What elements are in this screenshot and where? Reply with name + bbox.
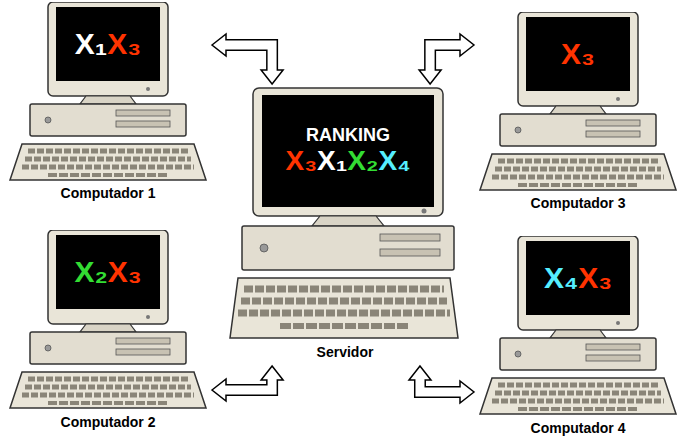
drive-slot xyxy=(380,234,440,241)
client-computer xyxy=(480,12,676,190)
arrow-fill xyxy=(224,45,272,72)
client-computer: X₃ Computador 3 xyxy=(478,12,678,212)
arrow-head xyxy=(460,34,474,56)
arrow-fill xyxy=(420,378,462,392)
key-row xyxy=(238,310,450,317)
client-computer: X₄X₃ Computador 4 xyxy=(478,236,678,438)
hollow-double-arrow xyxy=(212,366,283,401)
screen-text-row: X₃ xyxy=(561,37,595,72)
arrow-head xyxy=(261,70,283,84)
monitor-case xyxy=(253,88,443,216)
computer-label: Computador 4 xyxy=(531,420,626,437)
screen-text-row: X₄X₃ xyxy=(544,261,612,296)
arrow-head xyxy=(212,379,226,401)
computer-label: Computador 2 xyxy=(61,414,156,431)
arrow-head xyxy=(409,366,431,380)
arrow-head xyxy=(261,366,283,380)
arrow-fill xyxy=(224,378,272,390)
server-computer xyxy=(230,88,458,338)
client-computer xyxy=(480,236,676,414)
key-row xyxy=(241,298,447,305)
hollow-double-arrow xyxy=(419,34,474,84)
screen-text-area: X₁X₃ xyxy=(56,7,160,81)
screen-text-row: X₁X₃ xyxy=(75,27,141,62)
monitor-screen xyxy=(262,95,434,207)
arrow-head xyxy=(460,381,474,403)
client-computer: X₁X₃ Computador 1 xyxy=(8,2,208,202)
screen-token: X₄ xyxy=(378,145,410,177)
label-holder: Computador 3 xyxy=(478,194,678,212)
screen-token: X₁ xyxy=(317,145,347,177)
key-row xyxy=(280,323,410,329)
client-computer xyxy=(10,230,206,408)
client-computer: X₂X₃ Computador 2 xyxy=(8,230,208,435)
drive-slot xyxy=(380,249,440,256)
arrow-head xyxy=(212,34,226,56)
screen-text-area: X₂X₃ xyxy=(56,235,160,309)
screen-text-row: X₃X₁X₂X₄ xyxy=(285,145,410,177)
monitor-knob xyxy=(422,209,427,214)
label-holder: Computador 2 xyxy=(8,413,208,431)
screen-text-row: X₂X₃ xyxy=(74,255,141,290)
server-computer: RANKINGX₃X₁X₂X₄ Servidor xyxy=(230,88,460,362)
computer-label: Computador 1 xyxy=(61,185,156,202)
monitor-stand xyxy=(312,216,384,226)
screen-token: RANKING xyxy=(306,125,390,146)
arrow-fill xyxy=(430,45,462,72)
screen-text-row: RANKING xyxy=(306,125,390,146)
screen-token: X₁ xyxy=(75,27,107,62)
key-row xyxy=(244,286,444,293)
screen-token: X₂ xyxy=(74,255,107,290)
screen-token: X₂ xyxy=(347,145,378,177)
screen-token: X₃ xyxy=(108,255,142,290)
label-holder: Servidor xyxy=(230,343,460,361)
power-button xyxy=(260,244,268,252)
computer-label: Servidor xyxy=(317,344,374,361)
computer-label: Computador 3 xyxy=(531,195,626,212)
keyboard xyxy=(230,278,458,338)
hollow-double-arrow xyxy=(212,34,283,84)
screen-token: X₃ xyxy=(578,261,612,296)
screen-text-area: X₃ xyxy=(526,17,630,91)
label-holder: Computador 4 xyxy=(478,419,678,437)
screen-token: X₃ xyxy=(285,145,317,177)
label-holder: Computador 1 xyxy=(8,184,208,202)
screen-token: X₃ xyxy=(561,37,595,72)
hollow-double-arrow xyxy=(409,366,474,403)
screen-text-area: X₄X₃ xyxy=(526,241,630,315)
arrow-head xyxy=(419,70,441,84)
desktop-case xyxy=(242,226,454,270)
screen-token: X₃ xyxy=(107,27,141,62)
screen-text-area: RANKINGX₃X₁X₂X₄ xyxy=(262,95,434,207)
client-computer xyxy=(10,2,206,180)
screen-token: X₄ xyxy=(544,261,578,296)
